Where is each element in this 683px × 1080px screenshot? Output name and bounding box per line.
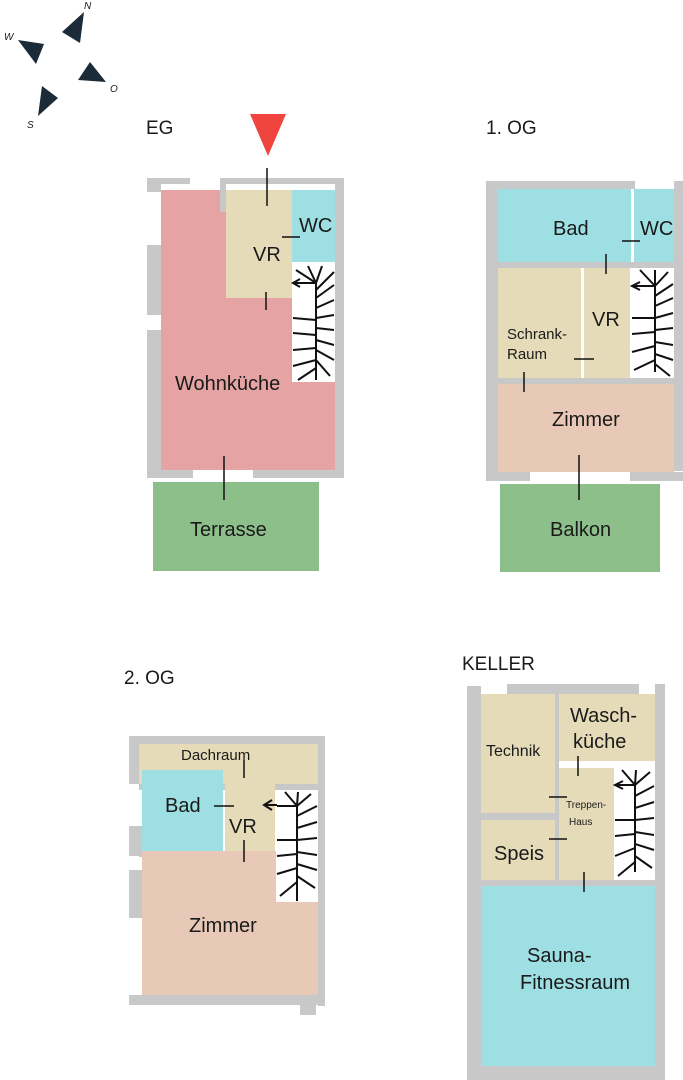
wall [129,736,325,744]
floor-eg: EG [146,114,344,571]
wall [555,694,559,880]
compass-south-arrow [38,86,58,116]
room-zimmer [498,384,674,472]
wall [147,330,161,470]
compass-rose: N W O S [4,1,118,131]
wall [486,181,498,481]
label-treppenhaus-1: Treppen- [566,800,606,811]
wall [498,262,674,268]
wall [486,181,635,189]
room-waschkueche [559,694,655,761]
compass-o-label: O [110,84,118,95]
label-balkon: Balkon [550,519,611,541]
room-treppenhaus [559,768,614,880]
wall [481,880,655,886]
compass-west-arrow [18,40,44,64]
label-waschkueche-1: Wasch- [570,705,637,727]
wall [129,995,325,1005]
label-dachraum: Dachraum [181,747,250,764]
wall [129,870,142,918]
wall [318,736,325,1006]
room-speis [481,820,555,880]
label-technik: Technik [486,743,541,760]
room-wohnkueche [161,190,335,470]
wall [129,826,142,856]
entrance-marker [250,114,286,156]
wall [498,378,674,384]
wall [655,684,665,1080]
label-schrankraum-1: Schrank- [507,326,567,343]
room-wc [292,190,335,262]
label-speis: Speis [494,843,544,865]
room-zimmer [142,851,318,995]
room-bad [142,770,223,851]
door-markers-2og [214,760,245,862]
wall [481,813,557,820]
label-bad: Bad [165,795,201,817]
stairs-eg [290,265,335,381]
label-vr: VR [592,309,620,331]
label-waschkueche-2: küche [573,731,626,753]
wall [467,1066,665,1080]
label-terrasse: Terrasse [190,519,267,541]
compass-east-arrow [78,62,106,82]
room-wc [634,189,674,262]
door-markers-keller [549,756,585,892]
window [614,761,634,768]
label-bad: Bad [553,218,589,240]
compass-n-label: N [84,1,92,12]
wall [507,684,639,694]
wall [147,245,161,315]
wall [335,178,344,470]
label-wc: WC [640,218,673,240]
wall [674,181,683,471]
door-markers-eg [223,168,300,500]
label-wc: WC [299,215,332,237]
label-zimmer: Zimmer [189,915,257,937]
room-sauna [481,886,655,1066]
floor-1og: 1. OG [486,118,683,572]
wall [300,995,316,1015]
window [190,178,220,184]
label-sauna-2: Fitnessraum [520,972,630,994]
room-balkon [500,484,660,572]
floor-title-2og: 2. OG [124,668,175,689]
floor-2og: 2. OG [124,668,325,1015]
compass-s-label: S [27,120,34,131]
room-vr [226,190,292,298]
label-wohnkueche: Wohnküche [175,373,280,395]
window [530,472,630,481]
floor-title-1og: 1. OG [486,118,537,139]
compass-north-arrow [62,12,84,43]
label-treppenhaus-2: Haus [569,817,592,828]
window [193,470,253,478]
label-vr: VR [253,244,281,266]
wall [147,178,161,192]
wall [147,178,344,184]
room-schrankraum [498,268,581,378]
stairs-1og [629,269,674,377]
stairs-2og [262,791,318,901]
compass-w-label: W [4,32,15,43]
label-schrankraum-2: Raum [507,346,547,363]
floor-title-keller: KELLER [462,654,535,675]
room-bad [498,189,631,262]
label-zimmer: Zimmer [552,409,620,431]
wall [129,736,139,784]
door-markers-1og [523,240,640,500]
wall [467,686,481,1080]
room-technik [481,694,555,813]
floor-keller: KELLER [462,654,665,1080]
label-sauna-1: Sauna- [527,945,592,967]
stairs-keller [612,769,655,877]
room-terrasse [153,482,319,571]
floor-title-eg: EG [146,118,173,139]
label-vr: VR [229,816,257,838]
